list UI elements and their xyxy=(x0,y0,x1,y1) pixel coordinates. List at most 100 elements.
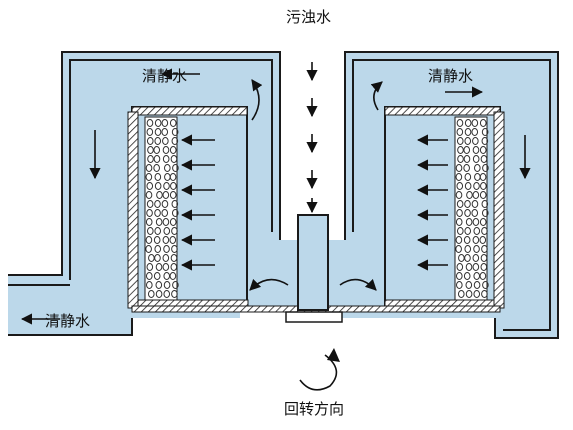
rotation-direction-label: 回转方向 xyxy=(284,400,345,418)
pebble xyxy=(479,173,487,181)
pebble xyxy=(145,191,153,199)
pebble xyxy=(457,155,464,163)
pebble xyxy=(163,227,171,235)
right-filter-arrows xyxy=(416,134,448,271)
pebble xyxy=(148,254,155,262)
pebble xyxy=(171,128,179,136)
pebble xyxy=(471,128,479,136)
pebble xyxy=(171,137,179,145)
pebble xyxy=(472,236,480,244)
pebble xyxy=(162,146,170,154)
pebble xyxy=(171,227,178,235)
pebble xyxy=(456,200,464,208)
pebble xyxy=(145,218,153,226)
pebble xyxy=(162,218,170,226)
pebble xyxy=(481,128,489,136)
curved-arrow xyxy=(249,278,289,291)
pebble xyxy=(162,236,170,244)
pebble xyxy=(153,236,161,244)
pebble xyxy=(463,146,471,154)
pebble xyxy=(473,227,481,235)
pebble xyxy=(172,281,179,289)
pebble xyxy=(457,290,465,298)
pebble xyxy=(481,200,489,208)
pebble xyxy=(170,182,177,190)
pebble xyxy=(458,254,465,262)
pebble xyxy=(479,119,487,127)
pebble xyxy=(146,128,154,136)
pebble xyxy=(455,191,463,199)
pebble xyxy=(456,209,463,217)
pebble xyxy=(457,146,464,154)
pebble xyxy=(480,182,487,190)
pebble xyxy=(154,173,162,181)
pebble xyxy=(472,263,480,271)
pebble xyxy=(161,209,169,217)
pebble xyxy=(482,164,489,172)
pebble xyxy=(480,254,488,262)
pebble xyxy=(479,218,487,226)
clean-water-top-left-label: 清静水 xyxy=(142,67,188,85)
pebble xyxy=(482,281,489,289)
pebble xyxy=(464,209,471,217)
central-shaft xyxy=(131,214,501,323)
pebble xyxy=(479,272,487,280)
pebble xyxy=(481,137,489,145)
pebble xyxy=(169,173,177,181)
pebble xyxy=(155,263,163,271)
pebble xyxy=(146,209,153,217)
pebble xyxy=(154,128,162,136)
pebble xyxy=(473,245,480,253)
pebble xyxy=(463,272,471,280)
pebble xyxy=(146,281,153,289)
pebble xyxy=(473,182,480,190)
pebble xyxy=(455,236,463,244)
pebble xyxy=(171,245,178,253)
pebble xyxy=(161,119,169,127)
pebble xyxy=(145,164,153,172)
pebble xyxy=(162,137,169,145)
pebble xyxy=(464,173,472,181)
pebble xyxy=(154,254,161,262)
pebble xyxy=(480,263,488,271)
pebble xyxy=(162,191,170,199)
pebble xyxy=(479,191,487,199)
pebble xyxy=(464,227,472,235)
pebble xyxy=(169,236,177,244)
pebble xyxy=(146,200,154,208)
pebble xyxy=(479,236,487,244)
pebble xyxy=(464,200,471,208)
pebble xyxy=(456,263,464,271)
pebble xyxy=(472,155,480,163)
pebble xyxy=(154,209,161,217)
pebble xyxy=(465,218,473,226)
pebble xyxy=(471,119,479,127)
pebble xyxy=(154,200,161,208)
clean-water-top-right-label: 清静水 xyxy=(428,67,474,85)
pebble xyxy=(480,155,488,163)
pebble xyxy=(455,164,463,172)
pebble xyxy=(147,290,155,298)
pebble xyxy=(463,164,470,172)
pebble xyxy=(465,263,473,271)
flow-arrows xyxy=(20,62,531,391)
outer-walls xyxy=(8,51,559,339)
pebble xyxy=(481,245,488,253)
pebble xyxy=(162,155,170,163)
pebble xyxy=(155,218,163,226)
pebble xyxy=(472,146,480,154)
pebble xyxy=(163,272,171,280)
pebble xyxy=(147,146,154,154)
pebble xyxy=(155,281,163,289)
pebble xyxy=(170,263,178,271)
pebble xyxy=(162,263,170,271)
pebble xyxy=(474,164,481,172)
pebble xyxy=(472,218,480,226)
pebble xyxy=(163,290,171,298)
pebble xyxy=(155,290,163,298)
pebble xyxy=(147,155,154,163)
right-filter-drum xyxy=(384,106,505,309)
pebble xyxy=(456,137,464,145)
pebble xyxy=(163,281,171,289)
